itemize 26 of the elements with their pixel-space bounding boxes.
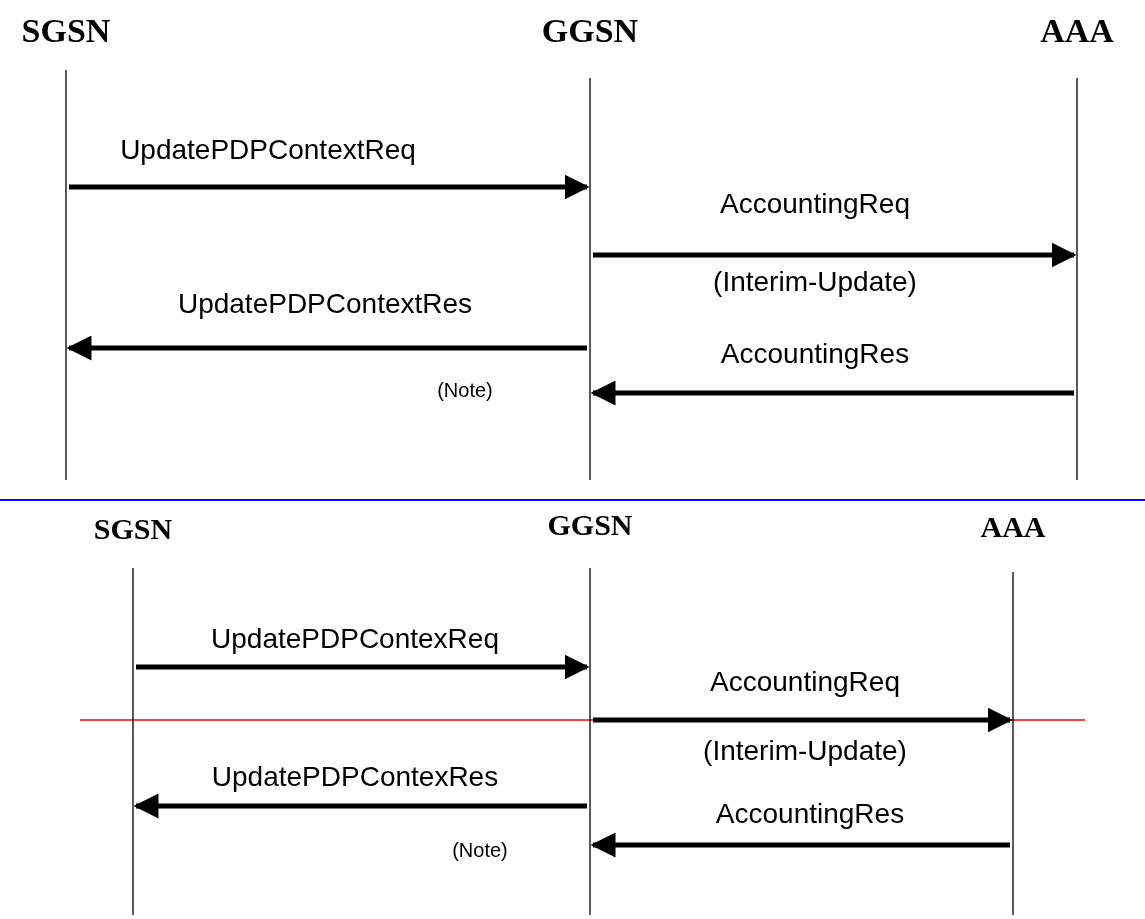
message-arrow [590,832,1010,858]
message-label: UpdatePDPContextReq [120,136,416,164]
participant-name: AAA [979,510,1047,544]
message-label: UpdatePDPContexRes [211,763,499,791]
message-arrow [66,335,587,361]
note-text: (Note) [452,840,508,860]
message-label: AccountingReq [720,190,910,218]
message-label: UpdatePDPContextRes [177,290,473,318]
note-text: (Note) [437,380,493,400]
note-text: (Interim-Update) [713,268,917,296]
participant-name: GGSN [540,12,640,50]
message-arrow [593,707,1013,733]
participant-name: AAA [1039,12,1115,50]
participant-name: SGSN [92,512,174,546]
message-arrow [136,654,590,680]
message-label: AccountingRes [720,340,910,368]
message-arrow [69,174,590,200]
message-arrow [133,793,587,819]
note-text: (Interim-Update) [703,737,907,765]
participant-name: GGSN [546,508,634,542]
message-label: AccountingReq [710,668,900,696]
message-label: UpdatePDPContexReq [211,625,499,653]
message-arrow [590,380,1074,406]
participant-name: SGSN [20,12,112,50]
message-arrow [593,242,1077,268]
message-label: AccountingRes [715,800,905,828]
